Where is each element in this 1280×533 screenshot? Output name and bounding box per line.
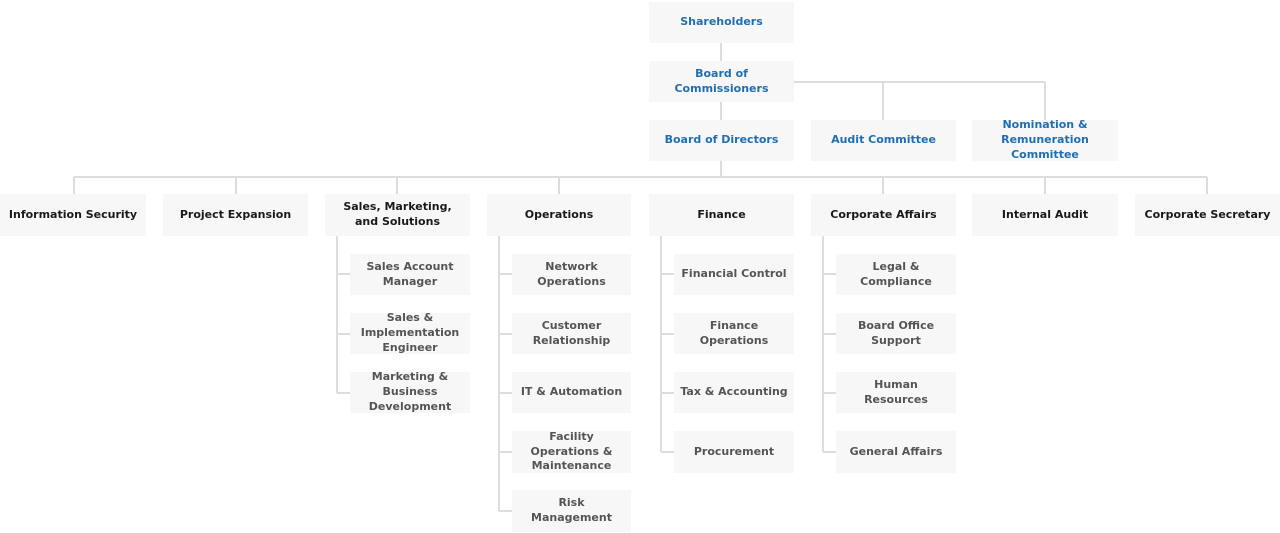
dept-label: Project Expansion (179, 207, 292, 221)
unit-label: Legal & Compliance (860, 259, 932, 288)
unit-board-office-support: Board Office Support (836, 313, 956, 354)
unit-it-automation: IT & Automation (512, 372, 631, 413)
unit-label: Network Operations (537, 259, 606, 288)
unit-sales-implementation-engineer: Sales & Implementation Engineer (350, 311, 470, 354)
dept-label: Finance (697, 207, 746, 221)
node-label: Shareholders (680, 15, 763, 29)
unit-label: Risk Management (531, 496, 612, 524)
node-audit-committee: Audit Committee (811, 120, 956, 161)
unit-label: Customer Relationship (532, 318, 611, 347)
node-label: Audit Committee (831, 133, 936, 147)
unit-finance-operations: Finance Operations (674, 313, 794, 354)
node-label: Board of Directors (664, 133, 779, 147)
unit-label: Sales Account Manager (366, 259, 454, 288)
unit-label: Board Office Support (857, 318, 935, 347)
node-nomination-remuneration-committee: Nomination & Remuneration Committee (972, 118, 1118, 161)
unit-human-resources: Human Resources (836, 372, 956, 413)
node-shareholders: Shareholders (649, 2, 794, 43)
unit-label: Tax & Accounting (680, 385, 788, 399)
unit-tax-accounting: Tax & Accounting (674, 372, 794, 413)
dept-internal-audit: Internal Audit (972, 194, 1118, 236)
unit-sales-account-manager: Sales Account Manager (350, 254, 470, 295)
unit-label: Human Resources (864, 377, 928, 406)
unit-network-operations: Network Operations (512, 254, 631, 295)
unit-label: Sales & Implementation Engineer (360, 311, 460, 354)
node-label: Board of Commissioners (674, 66, 769, 95)
unit-financial-control: Financial Control (674, 254, 794, 295)
node-board-of-commissioners: Board of Commissioners (649, 61, 794, 102)
dept-label: Operations (524, 207, 594, 221)
unit-customer-relationship: Customer Relationship (512, 313, 631, 354)
dept-sales-marketing-solutions: Sales, Marketing, and Solutions (325, 194, 470, 236)
unit-label: Marketing & Business Development (368, 370, 452, 413)
dept-information-security: Information Security (0, 194, 146, 236)
node-label: Nomination & Remuneration Committee (1001, 118, 1089, 161)
unit-label: Procurement (693, 444, 775, 458)
dept-label: Internal Audit (1001, 207, 1089, 221)
unit-label: General Affairs (849, 444, 943, 458)
dept-corporate-secretary: Corporate Secretary (1135, 194, 1280, 236)
dept-operations: Operations (487, 194, 631, 236)
dept-label: Sales, Marketing, and Solutions (343, 200, 452, 228)
unit-marketing-business-development: Marketing & Business Development (350, 370, 470, 413)
dept-label: Corporate Affairs (830, 207, 937, 221)
unit-label: Facility Operations & Maintenance (530, 429, 613, 473)
unit-label: Finance Operations (699, 318, 769, 347)
dept-label: Corporate Secretary (1144, 207, 1271, 221)
unit-legal-compliance: Legal & Compliance (836, 254, 956, 295)
node-board-of-directors: Board of Directors (649, 120, 794, 161)
dept-label: Information Security (8, 207, 138, 221)
unit-facility-operations-maintenance: Facility Operations & Maintenance (512, 429, 631, 473)
unit-label: IT & Automation (520, 385, 623, 399)
unit-label: Financial Control (681, 267, 787, 281)
unit-procurement: Procurement (674, 431, 794, 473)
dept-corporate-affairs: Corporate Affairs (811, 194, 956, 236)
unit-general-affairs: General Affairs (836, 431, 956, 473)
unit-risk-management: Risk Management (512, 490, 631, 532)
dept-project-expansion: Project Expansion (163, 194, 308, 236)
dept-finance: Finance (649, 194, 794, 236)
